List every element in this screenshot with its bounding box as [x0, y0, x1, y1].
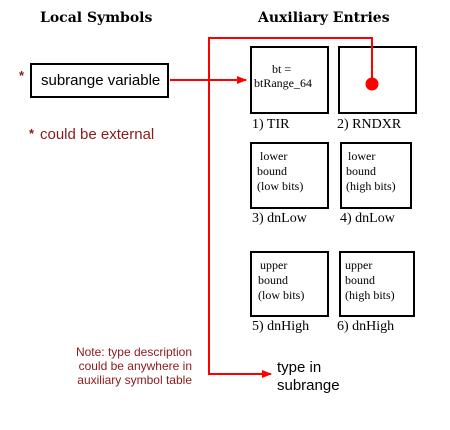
entry-tir-line2: btRange_64: [254, 76, 312, 90]
entry-3-line1: lower: [260, 149, 288, 163]
caption-dnhigh-high: 6) dnHigh: [337, 319, 395, 334]
entry-3-line2: bound: [257, 164, 287, 178]
caption-tir: 1) TIR: [252, 117, 290, 132]
entry-4-line3: (high bits): [346, 179, 396, 193]
entry-box-dnhigh-low: upper bound (low bits): [250, 251, 329, 317]
entry-5-line1: upper: [260, 258, 288, 272]
entry-6-line3: (high bits): [345, 288, 395, 302]
entry-box-tir: bt = btRange_64: [250, 46, 329, 114]
entry-box-dnhigh-high: upper bound (high bits): [339, 251, 415, 317]
subrange-variable-box: subrange variable: [30, 63, 169, 98]
local-symbols-heading: Local Symbols: [40, 10, 153, 26]
caption-dnlow-low: 3) dnLow: [252, 211, 307, 226]
caption-dnhigh-low: 5) dnHigh: [252, 319, 310, 334]
type-note-line2: could be anywhere in: [78, 359, 192, 373]
type-target-line1: type in: [277, 359, 322, 376]
caption-dnlow-high: 4) dnLow: [340, 211, 395, 226]
entry-4-line1: lower: [348, 149, 376, 163]
could-be-external-note: could be external: [40, 126, 155, 143]
auxiliary-entries-heading: Auxiliary Entries: [258, 10, 390, 26]
type-description-note: Note: type description could be anywhere…: [42, 345, 192, 387]
entry-6-line2: bound: [345, 273, 375, 287]
rndxr-pointer-dot: [365, 77, 379, 91]
type-note-line1: Note: type description: [75, 345, 192, 359]
note-star: *: [29, 126, 35, 141]
entry-tir-line1: bt =: [272, 62, 292, 76]
type-note-line3: auxiliary symbol table: [77, 373, 192, 387]
rndxr-to-type-arrow: [208, 37, 373, 378]
entry-4-line2: bound: [346, 164, 376, 178]
entry-box-dnlow-low: lower bound (low bits): [250, 142, 329, 209]
entry-3-line3: (low bits): [257, 179, 304, 193]
type-in-subrange-label: type in subrange: [277, 359, 340, 395]
subrange-variable-label: subrange variable: [41, 72, 161, 89]
entry-box-dnlow-high: lower bound (high bits): [340, 142, 412, 209]
external-marker-star: *: [19, 68, 25, 83]
entry-6-line1: upper: [345, 258, 373, 272]
entry-box-rndxr: [338, 46, 417, 114]
type-target-line2: subrange: [277, 377, 340, 394]
entry-5-line2: bound: [258, 273, 288, 287]
caption-rndxr: 2) RNDXR: [337, 117, 402, 132]
entry-5-line3: (low bits): [258, 288, 305, 302]
